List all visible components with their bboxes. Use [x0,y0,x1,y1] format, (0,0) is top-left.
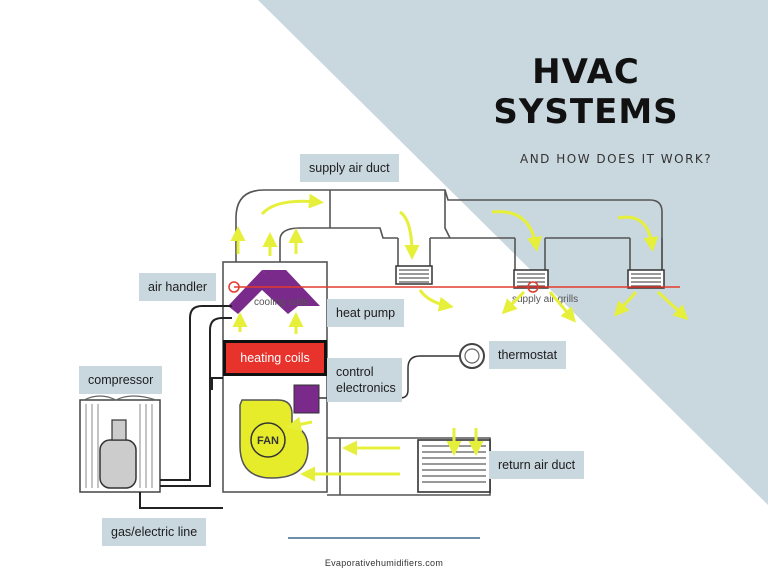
background-triangle [258,0,768,505]
supply-ductwork [235,189,663,272]
label-thermostat: thermostat [489,341,567,369]
label-return-air-duct: return air duct [489,451,585,479]
page-subtitle: AND HOW DOES IT WORK? [520,152,713,166]
supply-grill-2 [513,269,549,289]
label-compressor: compressor [79,366,163,394]
thermostat-wiring [319,343,485,399]
label-heat-pump: heat pump [327,299,405,327]
signal-line [228,281,680,293]
label-control-electronics: control electronics [327,358,402,402]
supply-grill-3 [627,269,665,289]
footer-source: Evaporativehumidifiers.com [324,558,444,568]
label-heating-coils: heating coils [223,340,327,376]
page-title: HVAC SYSTEMS [493,52,679,132]
label-gas-electric-line: gas/electric line [102,518,207,546]
airflow-arrows [230,193,689,482]
cooling-coils: cooling coils [228,270,320,314]
control-electronics-box [293,384,320,414]
compressor-unit [79,395,161,493]
return-air-duct [327,437,491,496]
supply-air-grills-label: supply air grills [512,294,578,305]
label-supply-air-duct: supply air duct [300,154,399,182]
supply-grill-1 [395,265,433,285]
cooling-coils-label: cooling coils [254,297,308,308]
fan-label: FAN [257,435,279,447]
label-air-handler: air handler [139,273,217,301]
refrigerant-lines [139,305,232,509]
